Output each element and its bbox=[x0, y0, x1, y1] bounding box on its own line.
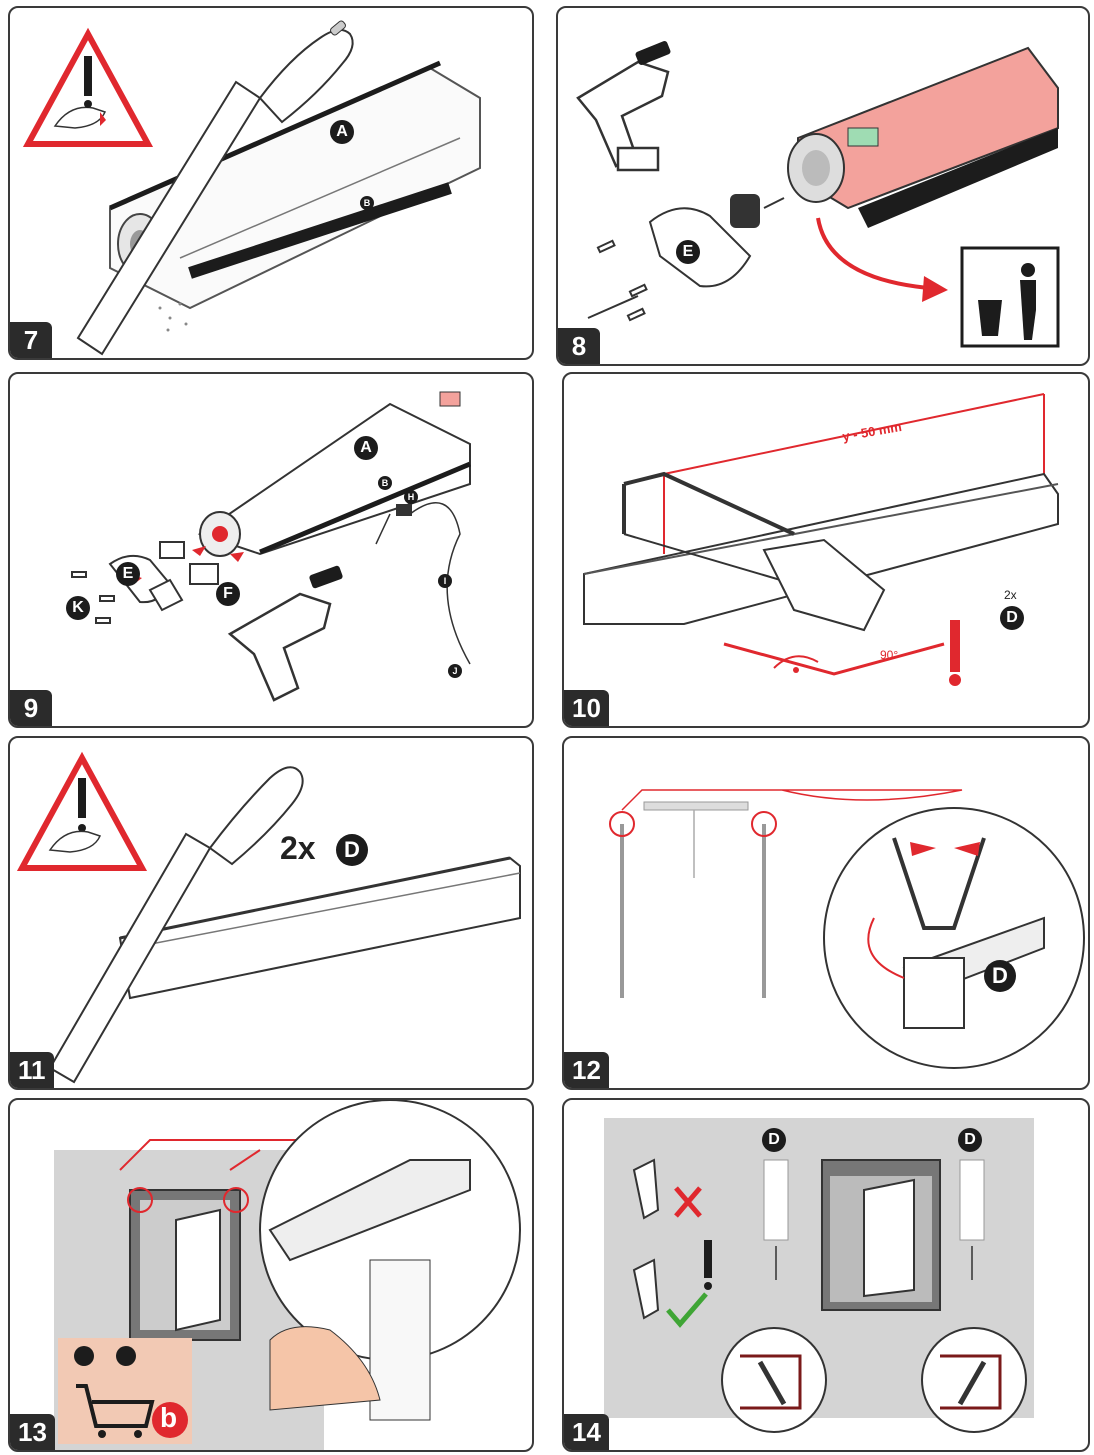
label-a: A bbox=[330, 120, 354, 144]
label-d: D bbox=[984, 960, 1016, 992]
step-number: 10 bbox=[564, 690, 609, 726]
step-panel-11: 2x D 11 bbox=[8, 736, 534, 1090]
label-d: D bbox=[1000, 606, 1024, 630]
file-rail-illustration bbox=[16, 751, 521, 1084]
step-panel-7: A B 7 bbox=[8, 6, 534, 360]
label-b: B bbox=[360, 196, 374, 210]
step-number: 7 bbox=[10, 322, 52, 358]
step-number: 8 bbox=[558, 328, 600, 364]
step-panel-14: D D 14 bbox=[562, 1098, 1090, 1452]
window-install-illustration bbox=[54, 1100, 521, 1450]
disassembly-illustration bbox=[576, 41, 1060, 348]
label-d-right: D bbox=[958, 1128, 982, 1152]
label-f: F bbox=[216, 582, 240, 606]
label-a: A bbox=[354, 436, 378, 460]
step-number: 9 bbox=[10, 690, 52, 726]
step-panel-9: A B H E F K I J 9 bbox=[8, 372, 534, 728]
label-b-badge: b bbox=[160, 1402, 178, 1433]
assembly-parts-illustration bbox=[71, 391, 471, 702]
label-h: H bbox=[404, 490, 418, 504]
label-k: K bbox=[66, 596, 90, 620]
step-panel-13: b 13 bbox=[8, 1098, 534, 1452]
label-b: B bbox=[378, 476, 392, 490]
step-number: 13 bbox=[10, 1414, 55, 1450]
step-number: 14 bbox=[564, 1414, 609, 1450]
clip-install-illustration bbox=[604, 1118, 1034, 1433]
label-e: E bbox=[116, 562, 140, 586]
drill-icon bbox=[576, 41, 671, 172]
step-panel-10: y - 50 mm 90° 2x D 10 bbox=[562, 372, 1090, 728]
label-d: D bbox=[336, 834, 368, 866]
count-label: 2x bbox=[280, 830, 316, 866]
step-panel-12: D 12 bbox=[562, 736, 1090, 1090]
step-number: 12 bbox=[564, 1052, 609, 1088]
count-label: 2x bbox=[1004, 588, 1017, 602]
label-e: E bbox=[676, 240, 700, 264]
label-i: I bbox=[438, 574, 452, 588]
file-profile-illustration bbox=[22, 20, 481, 356]
saw-cut-illustration bbox=[583, 393, 1059, 686]
pliers-crimp-illustration bbox=[609, 789, 1085, 1069]
trash-bin-icon bbox=[960, 246, 1060, 348]
step-panel-8: E 8 bbox=[556, 6, 1090, 366]
label-j: J bbox=[448, 664, 462, 678]
step-number: 11 bbox=[10, 1052, 54, 1088]
angle-label: 90° bbox=[880, 648, 899, 662]
label-d-left: D bbox=[762, 1128, 786, 1152]
